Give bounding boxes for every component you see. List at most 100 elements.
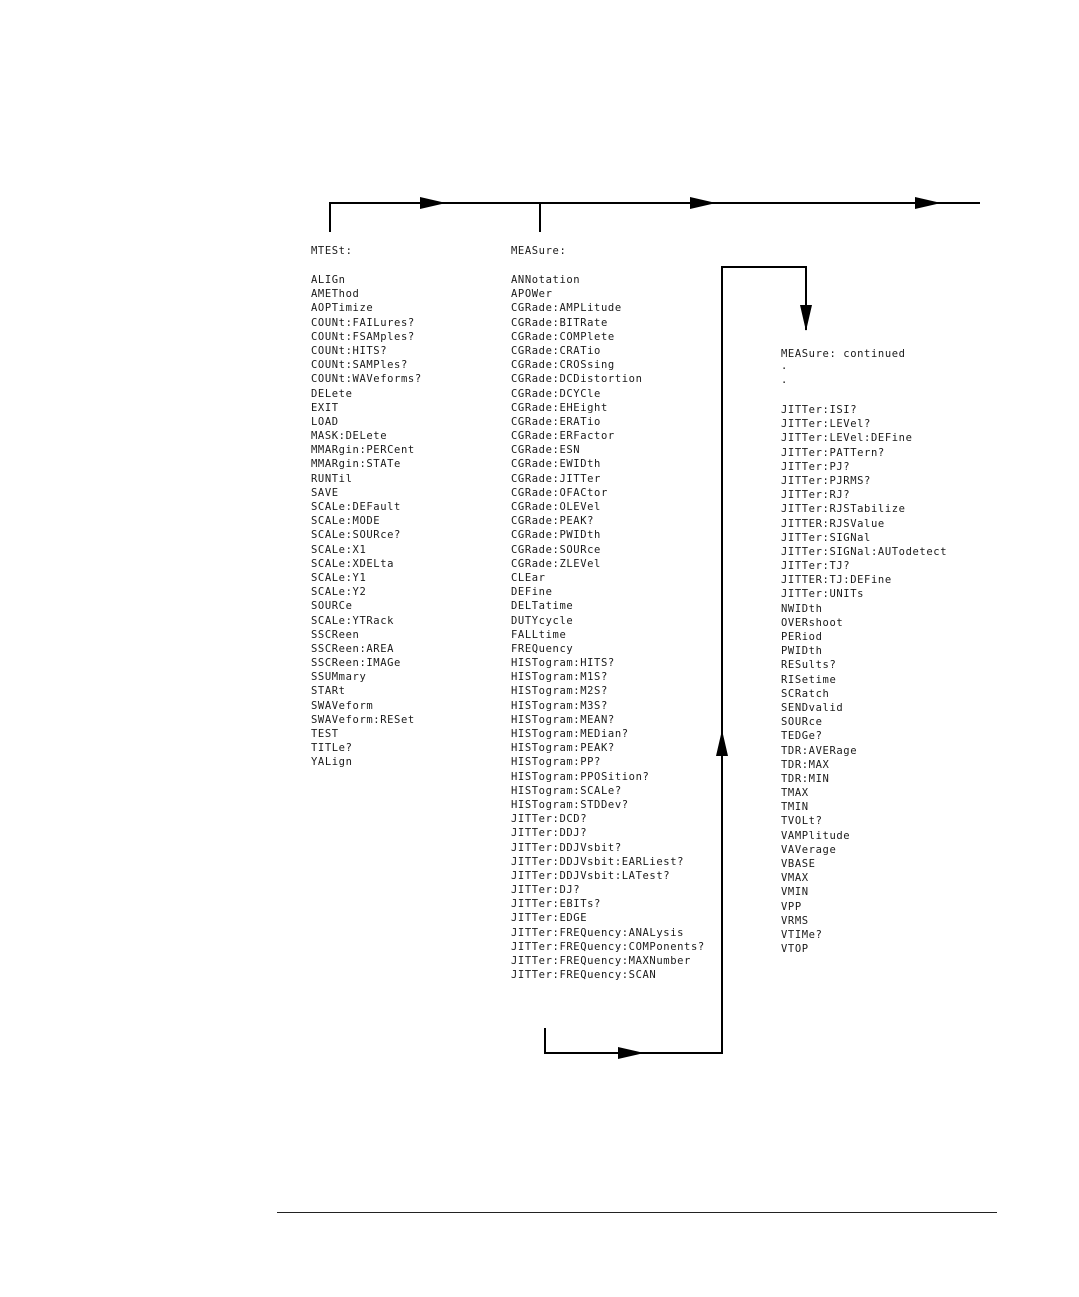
command-item: APOWer <box>511 288 553 301</box>
command-item: VTIMe? <box>781 928 823 941</box>
command-item: SCALe:YTRack <box>311 614 395 627</box>
command-item: RESults? <box>781 659 837 672</box>
command-item: VRMS <box>781 914 809 927</box>
command-item: TEST <box>311 728 339 740</box>
command-item: VBASE <box>781 858 816 870</box>
command-item: JITTer:DJ? <box>511 884 581 897</box>
command-item: JITTer:LEVel? <box>781 418 871 431</box>
command-item: HISTogram:M1S? <box>511 671 608 684</box>
command-item: CGRade:CROSsing <box>511 359 615 372</box>
command-item: STARt <box>311 685 346 698</box>
command-item: SCALe:XDELta <box>311 557 395 570</box>
command-item: NWIDth <box>781 602 823 615</box>
command-item: CGRade:EWIDth <box>511 458 601 471</box>
command-item: TVOLt? <box>781 815 823 828</box>
command-item: ANNotation <box>511 274 581 286</box>
command-item: CGRade:PWIDth <box>511 529 601 542</box>
down-arrow <box>800 305 812 331</box>
bottom-arrow <box>618 1047 644 1059</box>
command-item: JITTER:TJ:DEFine <box>781 574 892 587</box>
command-item: DELete <box>311 387 353 400</box>
command-item: JITTer:RJSTabilize <box>781 503 906 516</box>
command-item: COUNt:WAVeforms? <box>311 373 422 386</box>
command-item: JITTER:RJSValue <box>781 517 885 530</box>
measure-continued-heading: MEASure: continued <box>781 348 906 360</box>
command-item: JITTer:DDJVsbit:LATest? <box>511 869 671 882</box>
command-item: JITTer:DDJVsbit:EARLiest? <box>511 855 685 868</box>
command-item: CGRade:BITRate <box>511 316 608 329</box>
command-item: EXIT <box>311 401 339 414</box>
command-item: TMIN <box>781 801 809 814</box>
command-item: OVERshoot <box>781 616 844 629</box>
command-item: CGRade:SOURce <box>511 543 601 556</box>
command-item: CGRade:ESN <box>511 444 581 457</box>
command-item: HISTogram:MEDian? <box>511 728 629 740</box>
command-item: COUNt:SAMPles? <box>311 359 408 372</box>
command-item: SSCReen:IMAGe <box>311 657 401 670</box>
command-item: SWAVeform <box>311 699 374 712</box>
command-item: JITTer:UNITs <box>781 588 865 601</box>
command-item: FREQuency <box>511 642 574 655</box>
command-item: YALign <box>311 756 353 769</box>
command-item: CGRade:CRATio <box>511 344 601 357</box>
command-item: TMAX <box>781 787 809 800</box>
command-item: SCALe:SOURce? <box>311 529 401 542</box>
command-item: DEFine <box>511 586 553 599</box>
command-item: TDR:MAX <box>781 758 830 771</box>
ellipsis-dot: . <box>781 374 788 386</box>
command-item: SCALe:Y2 <box>311 586 367 599</box>
command-item: MASK:DELete <box>311 430 388 443</box>
command-item: COUNt:FSAMples? <box>311 330 415 343</box>
command-item: CGRade:JITTer <box>511 472 601 485</box>
command-item: CLEar <box>511 571 546 584</box>
command-item: HISTogram:HITS? <box>511 657 615 670</box>
command-item: JITTer:PJRMS? <box>781 474 871 487</box>
footer-rule <box>277 1212 997 1213</box>
command-item: VPP <box>781 900 802 913</box>
command-item: JITTer:FREQuency:ANALysis <box>511 926 685 939</box>
command-item: PWIDth <box>781 645 823 658</box>
command-item: HISTogram:M3S? <box>511 699 608 712</box>
command-item: JITTer:EDGE <box>511 912 588 925</box>
command-item: HISTogram:PPOSition? <box>511 770 650 783</box>
command-item: VMIN <box>781 886 809 899</box>
command-item: MMARgin:PERCent <box>311 444 415 457</box>
top-arrow-1 <box>420 197 446 209</box>
command-item: VAMPlitude <box>781 829 851 842</box>
command-item: JITTer:EBITs? <box>511 898 601 911</box>
continuation-path <box>544 266 807 1054</box>
command-item: HISTogram:SCALe? <box>511 784 622 797</box>
command-item: SSUMmary <box>311 671 367 684</box>
command-item: COUNt:FAILures? <box>311 316 415 329</box>
command-item: JITTer:RJ? <box>781 489 851 502</box>
command-item: SSCReen:AREA <box>311 642 395 655</box>
measure-continued-command-list: JITTer:ISI?JITTer:LEVel?JITTer:LEVel:DEF… <box>781 403 947 956</box>
command-item: CGRade:OLEVel <box>511 501 601 513</box>
command-item: LOAD <box>311 415 339 428</box>
command-item: AMEThod <box>311 288 360 301</box>
command-item: CGRade:ERFactor <box>511 430 615 443</box>
command-item: VTOP <box>781 943 809 956</box>
measure-heading: MEASure: <box>511 245 567 257</box>
command-item: CGRade:PEAK? <box>511 515 595 528</box>
command-item: JITTer:DDJ? <box>511 827 588 840</box>
command-item: CGRade:ERATio <box>511 415 601 428</box>
command-item: DELTatime <box>511 600 574 613</box>
command-item: JITTer:PJ? <box>781 460 851 473</box>
command-item: JITTer:PATTern? <box>781 446 885 459</box>
command-item: VAVerage <box>781 843 837 856</box>
command-item: HISTogram:PP? <box>511 756 601 769</box>
ellipsis-dot: . <box>781 360 788 372</box>
top-bus-line <box>329 202 980 232</box>
command-item: SENDvalid <box>781 701 844 714</box>
command-item: JITTer:DDJVsbit? <box>511 841 622 854</box>
command-item: JITTer:SIGNal <box>781 531 871 544</box>
up-arrow <box>716 730 728 756</box>
command-item: RUNTil <box>311 472 353 485</box>
command-item: HISTogram:MEAN? <box>511 713 615 726</box>
command-item: MMARgin:STATe <box>311 458 401 471</box>
command-item: TDR:AVERage <box>781 744 858 757</box>
command-item: CGRade:EHEight <box>511 401 608 414</box>
